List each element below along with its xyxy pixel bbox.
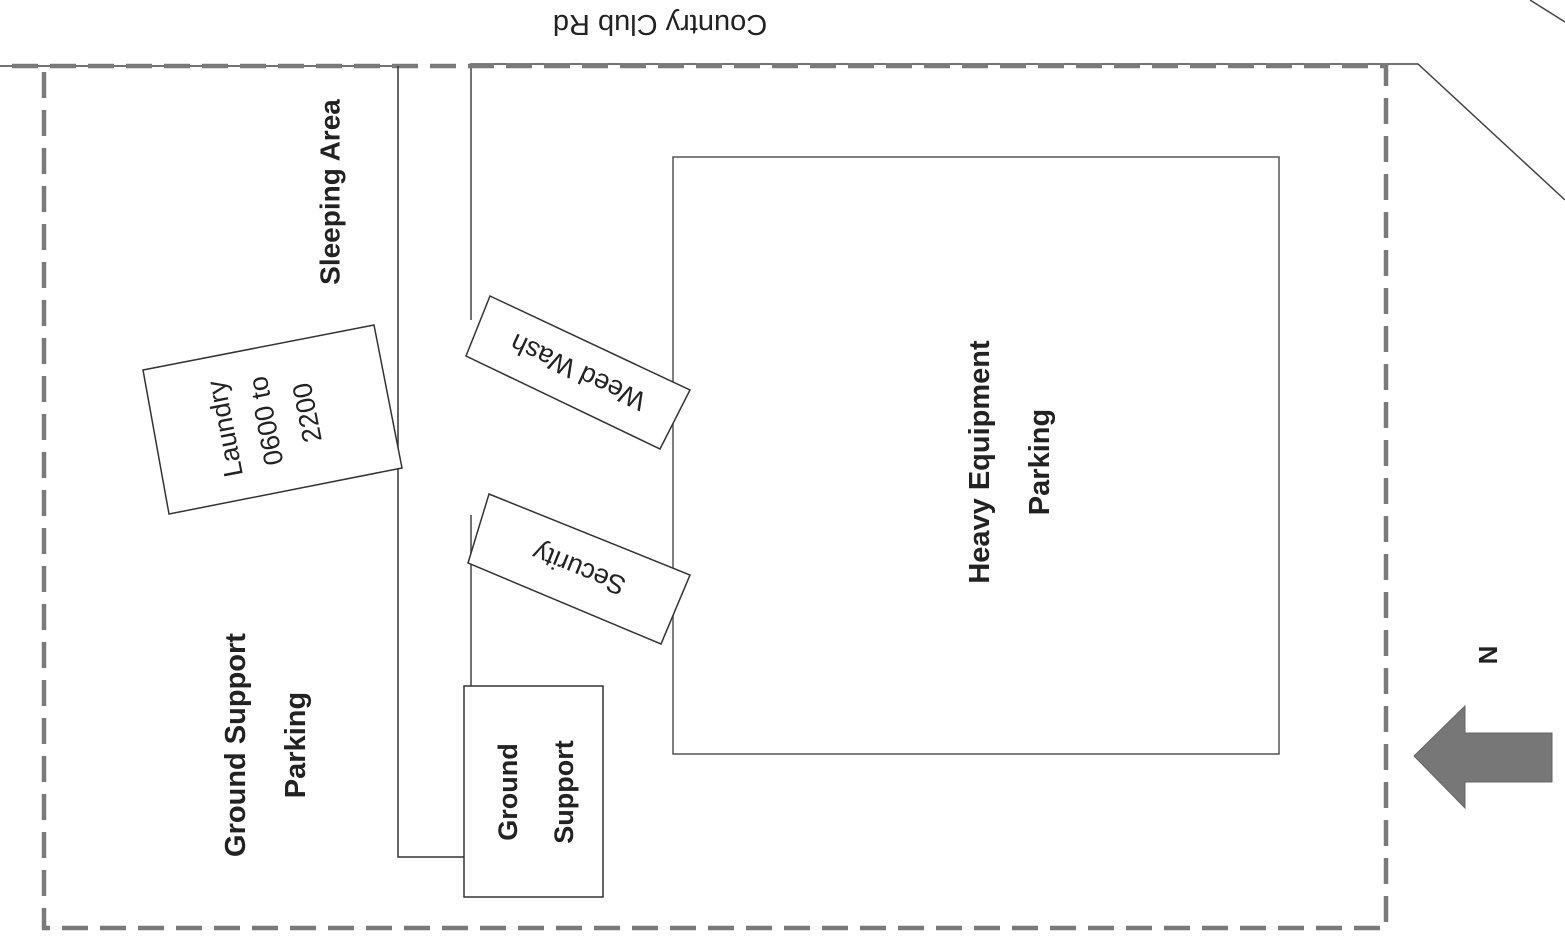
road-label: Country Club Rd: [553, 8, 767, 40]
ground-support-label-line-1: Ground: [493, 743, 523, 840]
partition-line: [397, 66, 464, 858]
ground-support-label-line-2: Support: [549, 740, 579, 843]
sleeping-area-label: Sleeping Area: [315, 99, 346, 285]
road-edge-diagonal: [1529, 0, 1565, 23]
ground-support-parking-label-line-2: Parking: [280, 692, 312, 798]
weed-wash-building: [465, 294, 692, 450]
heavy-equipment-label-line-1: Heavy Equipment: [964, 340, 996, 584]
site-boundary: [12, 63, 1389, 931]
laundry-building: [142, 324, 403, 515]
ground-support-building: [463, 685, 604, 898]
security-building: [467, 492, 691, 645]
parcel-outline: [470, 63, 1565, 320]
north-arrow-icon: [1413, 704, 1553, 810]
heavy-equipment-label-line-2: Parking: [1024, 409, 1056, 515]
heavy-equipment-area: [672, 156, 1280, 755]
north-label: N: [1473, 646, 1503, 665]
ground-support-parking-label-line-1: Ground Support: [220, 633, 252, 857]
